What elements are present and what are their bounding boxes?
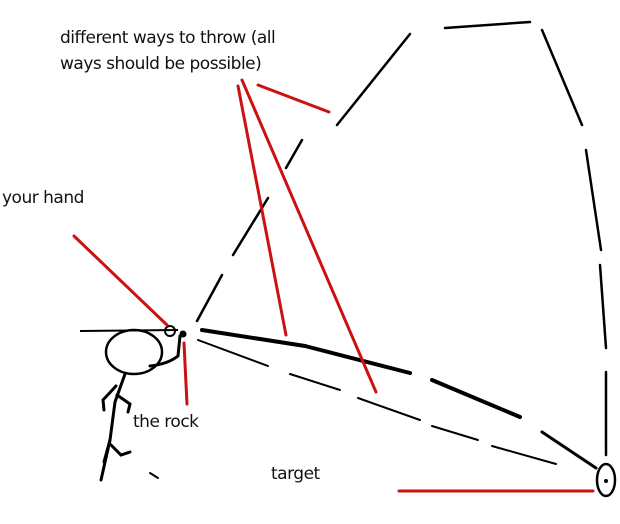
pointer-direct — [236, 84, 288, 337]
stick-figure-right-arm — [115, 393, 132, 414]
stick-figure-foot — [149, 472, 159, 479]
stick-figure-raised-arm — [148, 334, 182, 368]
stick-figure-left-arm — [101, 384, 118, 412]
throw-ways-label-line-2: ways should be possible) — [60, 54, 262, 74]
trajectory-direct — [197, 339, 557, 465]
stick-figure — [99, 328, 182, 482]
pointer-hand — [72, 234, 169, 327]
your-hand-label: your hand — [2, 188, 84, 208]
target-ring — [595, 462, 617, 498]
target-center — [604, 479, 608, 483]
rock-outline — [164, 325, 176, 337]
rock-dot — [179, 330, 187, 338]
target-label: target — [271, 464, 320, 484]
trajectory-flat-arc — [200, 328, 598, 470]
throw-ways-label-line-1: different ways to throw (all — [60, 28, 276, 48]
stick-figure-left-leg — [99, 438, 112, 482]
stick-figure-right-leg — [108, 442, 132, 457]
annotation-pointers — [72, 78, 595, 493]
rock-label: the rock — [133, 412, 199, 432]
pointer-high-lob — [256, 83, 331, 114]
pointer-flat-arc — [240, 78, 378, 394]
pointer-rock — [182, 341, 189, 406]
stick-figure-head — [104, 328, 164, 376]
trajectory-high-lob — [195, 20, 608, 457]
throw-ways-label: different ways to throw (all ways should… — [60, 25, 276, 77]
